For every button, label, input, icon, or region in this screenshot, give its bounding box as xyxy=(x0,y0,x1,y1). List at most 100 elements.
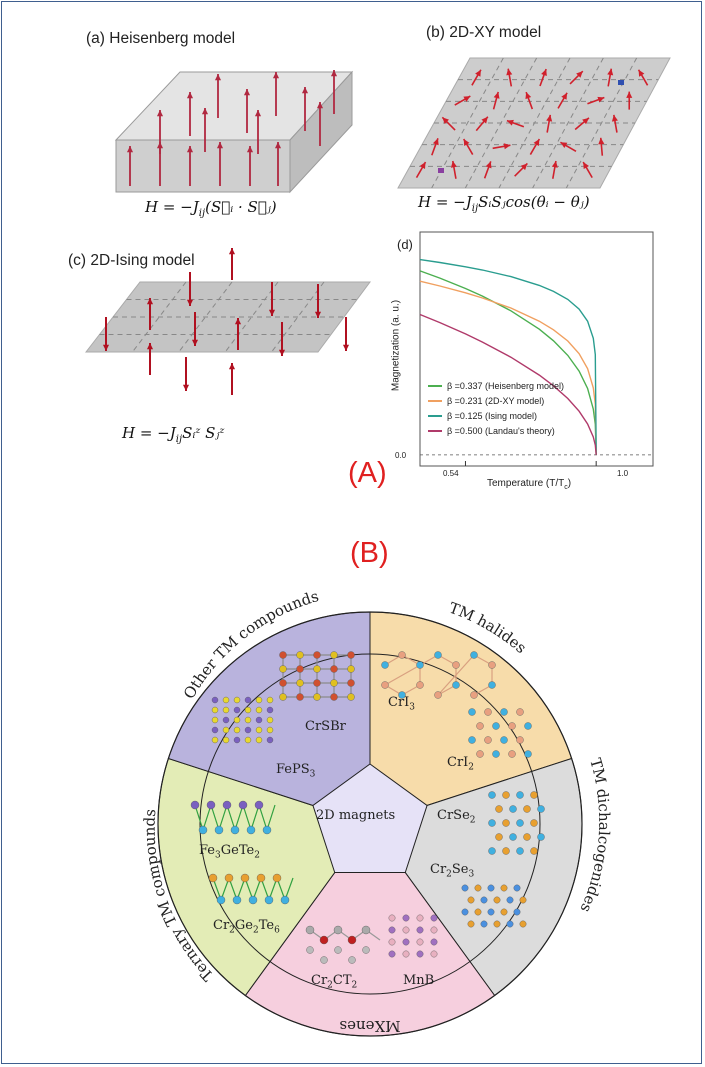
atom xyxy=(500,736,508,744)
bond xyxy=(437,654,475,696)
atom xyxy=(230,825,240,835)
atom xyxy=(488,847,496,855)
atom xyxy=(480,896,488,904)
spin-arrow-head xyxy=(598,137,605,145)
spin-arrow-head xyxy=(301,87,309,94)
inner-ring xyxy=(199,653,541,995)
chart-x-tick-10: 1.0 xyxy=(617,469,629,478)
atom xyxy=(516,847,524,855)
spin-arrow-head xyxy=(201,108,209,115)
atom xyxy=(279,679,287,687)
atom xyxy=(347,651,355,659)
atom xyxy=(537,805,545,813)
atom xyxy=(255,696,263,704)
spin-arrow-head xyxy=(126,146,134,153)
atom xyxy=(244,696,252,704)
atom xyxy=(266,726,274,734)
atom xyxy=(402,950,410,958)
atom xyxy=(296,693,304,701)
bond xyxy=(258,804,268,831)
atom xyxy=(488,661,496,669)
atom xyxy=(516,791,524,799)
spin-arrow-head xyxy=(246,146,254,153)
atom xyxy=(388,950,396,958)
spin-arrow-head xyxy=(228,363,236,370)
atom xyxy=(255,736,263,744)
material-mnb: MnB xyxy=(403,973,435,988)
panel-b-label: (B) xyxy=(350,537,389,569)
xy-grid-lines xyxy=(410,57,659,189)
spin-arrow-head xyxy=(546,114,553,122)
xy-title: (b) 2D-XY model xyxy=(426,24,542,41)
atom xyxy=(434,691,442,699)
atom xyxy=(530,847,538,855)
spin-arrow-head xyxy=(156,110,164,117)
atom xyxy=(279,651,287,659)
magnetization-chart xyxy=(419,231,654,467)
spin-arrow-head xyxy=(503,143,511,150)
atom xyxy=(222,706,230,714)
atom xyxy=(361,925,371,935)
bond xyxy=(234,804,244,831)
atom xyxy=(430,938,438,946)
spin-arrow-head xyxy=(419,162,426,170)
atom xyxy=(468,708,476,716)
spin-arrow-head xyxy=(432,138,439,146)
grid-line xyxy=(224,281,279,353)
atom xyxy=(480,920,488,928)
atom xyxy=(211,696,219,704)
atom xyxy=(488,791,496,799)
spin-arrow-head xyxy=(485,161,492,169)
atom xyxy=(467,920,475,928)
atom xyxy=(506,896,514,904)
spin-arrow-head xyxy=(102,344,110,351)
atom xyxy=(516,736,524,744)
atom xyxy=(334,946,342,954)
atom xyxy=(264,895,274,905)
atom xyxy=(487,884,495,892)
atom xyxy=(222,726,230,734)
atom xyxy=(402,938,410,946)
center-pentagon xyxy=(312,763,428,874)
material-crse2: CrSe2 xyxy=(437,808,476,826)
bond xyxy=(384,654,439,686)
atom xyxy=(513,908,521,916)
atom xyxy=(272,873,282,883)
atom xyxy=(216,895,226,905)
atom xyxy=(244,726,252,734)
spin-arrow-head xyxy=(582,117,589,125)
grid-line xyxy=(132,281,187,353)
spin-arrow-head xyxy=(156,142,164,149)
atom xyxy=(523,833,531,841)
atom xyxy=(347,935,357,945)
atom xyxy=(254,800,264,810)
atom xyxy=(500,708,508,716)
xy-blue-marker xyxy=(618,80,624,85)
atom xyxy=(244,716,252,724)
spin-arrow-head xyxy=(186,299,194,306)
spin-arrow-head xyxy=(506,119,514,126)
atom xyxy=(233,716,241,724)
atom xyxy=(381,681,389,689)
atom xyxy=(262,825,272,835)
atom xyxy=(330,679,338,687)
spin-arrow-head xyxy=(243,89,251,96)
chart-y-tick-0: 0.0 xyxy=(395,451,407,460)
atom xyxy=(313,679,321,687)
atom xyxy=(509,805,517,813)
atom xyxy=(513,884,521,892)
atom xyxy=(516,708,524,716)
atom xyxy=(488,681,496,689)
heisenberg-title: (a) Heisenberg model xyxy=(86,30,236,47)
atom xyxy=(211,736,219,744)
atom xyxy=(476,750,484,758)
atom xyxy=(500,884,508,892)
atom xyxy=(461,884,469,892)
atom xyxy=(416,914,424,922)
bond xyxy=(210,804,220,831)
grid-line xyxy=(565,57,638,189)
atom xyxy=(519,896,527,904)
xy-formula: H = −JijSᵢSⱼcos(θᵢ − θⱼ) xyxy=(418,193,590,214)
atom xyxy=(461,908,469,916)
atom xyxy=(476,722,484,730)
